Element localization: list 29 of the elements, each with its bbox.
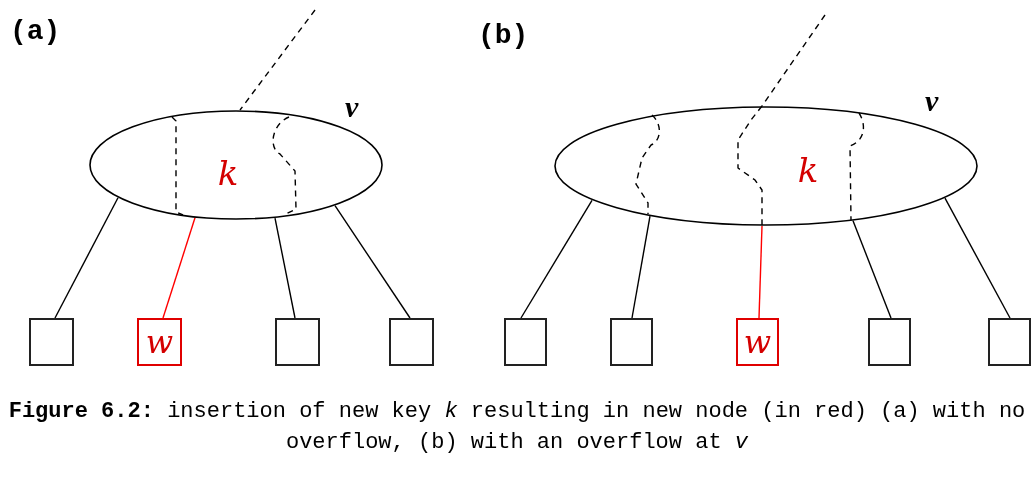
- child-node-box: [29, 318, 74, 366]
- key-label: k: [797, 153, 819, 187]
- figure-caption: Figure 6.2: insertion of new key k resulting in new node (in red) (a) with no overflow, (b) with an overflow at v: [7, 398, 1027, 457]
- new-child-node-box: [736, 318, 779, 366]
- node-name-label: v: [345, 92, 359, 122]
- edge-line: [54, 197, 119, 319]
- new-child-node-box: [137, 318, 182, 366]
- edge-line: [944, 197, 1011, 319]
- node-name-label: v: [925, 86, 939, 116]
- edge-line: [334, 204, 411, 319]
- dashed-edge-line: [761, 14, 826, 107]
- child-node-box: [275, 318, 320, 366]
- child-node-box: [504, 318, 547, 366]
- node-label: w: [145, 326, 174, 358]
- dashed-edge-line: [239, 9, 316, 111]
- edge-line: [162, 217, 196, 319]
- child-node-box: [389, 318, 434, 366]
- child-node-box: [610, 318, 653, 366]
- child-node-box: [868, 318, 911, 366]
- edge-line: [631, 215, 651, 319]
- edge-line: [852, 220, 892, 319]
- edge-line: [274, 217, 296, 319]
- key-label: k: [217, 156, 239, 190]
- node-label: w: [743, 326, 772, 358]
- child-node-box: [988, 318, 1031, 366]
- edge-line: [520, 199, 593, 319]
- panel-label: (a): [10, 18, 61, 46]
- panel-label: (b): [478, 22, 529, 50]
- edge-line: [758, 225, 763, 319]
